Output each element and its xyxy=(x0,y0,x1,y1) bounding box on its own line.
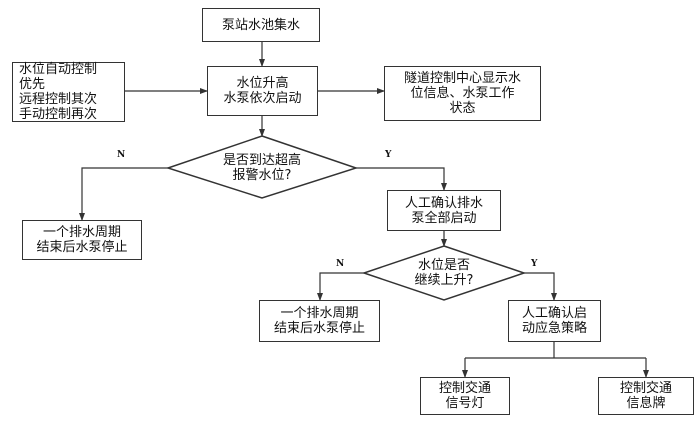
arrow-decision1-no xyxy=(79,167,168,221)
decision2-no-label: N xyxy=(336,259,345,269)
node-priority: 水位自动控制 优先 远程控制其次 手动控制再次 xyxy=(12,62,125,122)
decision2-yes-label: Y xyxy=(531,259,538,269)
node-traffic-light: 控制交通 信号灯 xyxy=(420,377,510,415)
decision1-no-label: N xyxy=(117,150,126,160)
arrow-decision2-no xyxy=(317,272,364,301)
decision1-diamond xyxy=(165,135,359,199)
decision2-diamond xyxy=(361,245,527,301)
node-rise: 水位升高 水泵依次启动 xyxy=(207,66,318,116)
arrow-decision1-yes xyxy=(356,167,447,191)
decision1-yes-label: Y xyxy=(385,150,392,160)
node-info-board: 控制交通 信息牌 xyxy=(598,377,694,415)
node-decision1-text: 是否到达超高 报警水位? xyxy=(222,153,301,183)
node-stop1: 一个排水周期 结束后水泵停止 xyxy=(22,220,142,260)
node-confirm-all: 人工确认排水 泵全部启动 xyxy=(387,190,501,231)
node-emergency: 人工确认启 动应急策略 xyxy=(508,300,601,342)
node-decision2-text: 水位是否 继续上升? xyxy=(414,258,474,288)
arrow-decision2-yes xyxy=(524,272,557,301)
node-stop2: 一个排水周期 结束后水泵停止 xyxy=(259,300,380,342)
node-start: 泵站水池集水 xyxy=(202,8,320,42)
node-display: 隧道控制中心显示水 位信息、水泵工作 状态 xyxy=(384,66,541,121)
